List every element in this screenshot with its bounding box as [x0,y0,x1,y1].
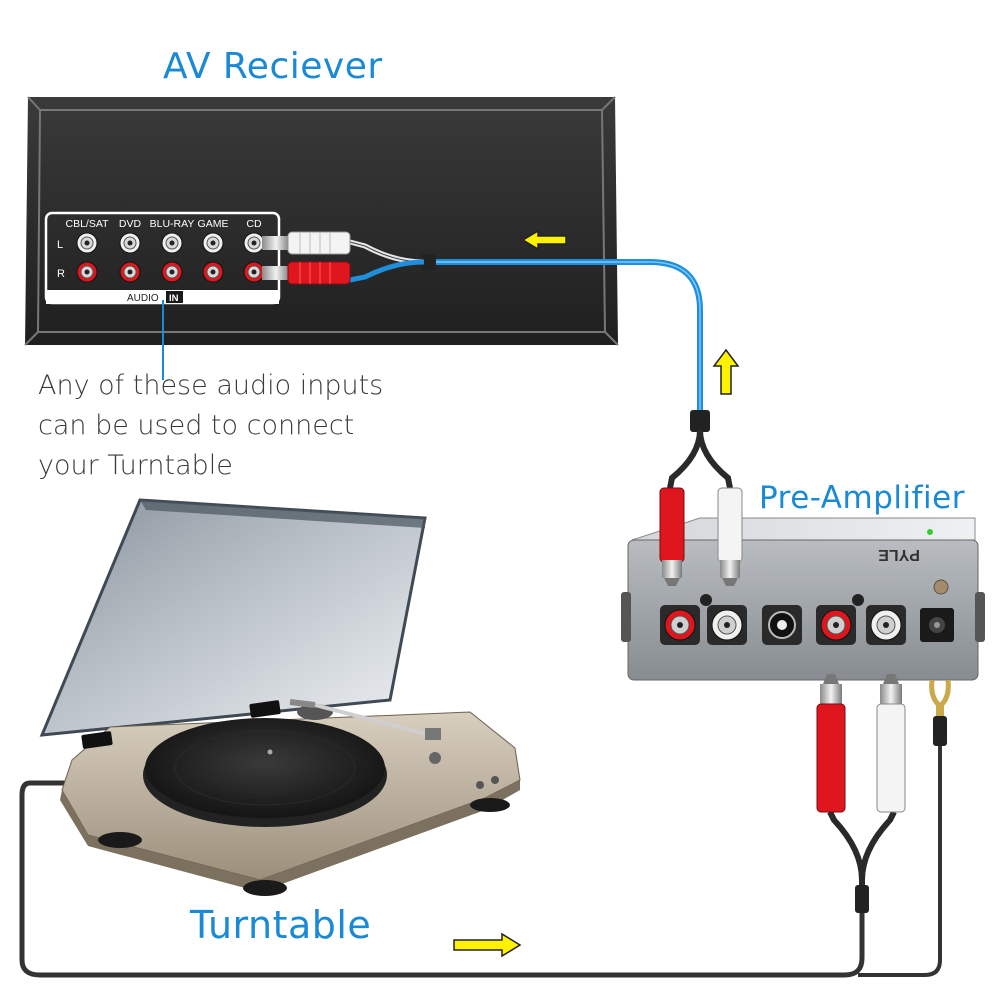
rca-input-jack [161,261,183,283]
turntable-plug-red [816,674,846,813]
callout-note-line: your Turntable [38,450,233,481]
receiver-plug-red [262,261,351,285]
svg-text:PYLE: PYLE [878,546,920,563]
input-label: GAME [198,218,229,230]
receiver-plug-white [262,231,351,255]
channel-label-left: L [57,239,63,251]
rca-input-jack [243,232,265,254]
arrow-left-icon [521,229,567,251]
arrow-right-icon [453,932,522,958]
rca-input-jack [161,232,183,254]
ground-wire [858,740,942,977]
preamp-rca-jack [866,605,906,645]
rca-input-jack [76,232,98,254]
channel-label-right: R [57,268,65,280]
preamp-rca-jack [660,605,700,645]
preamp-rca-jack [707,605,747,645]
preamp-output-plug-white [717,487,743,586]
turntable-output-cable [19,780,865,978]
arrow-up-icon [712,348,740,395]
turntable [39,498,521,896]
rca-input-jack [243,261,265,283]
turntable-plug-white [876,674,906,813]
callout-note-line: can be used to connect [38,410,355,441]
input-jacks [76,232,265,283]
av-receiver-label: AV Reciever [163,46,383,87]
callout-note-line: Any of these audio inputs [38,370,384,401]
panel-badge-in: IN [169,293,179,304]
callout-note: Any of these audio inputs can be used to… [38,366,418,486]
preamp-headphone-jack [762,605,802,645]
rca-input-jack [76,261,98,283]
ground-screw [933,579,949,595]
rca-input-jack [119,232,141,254]
preamp-rca-jack [816,605,856,645]
input-label: DVD [119,218,142,230]
panel-label-audio: AUDIO [127,293,159,304]
rca-input-jack [119,261,141,283]
platter [145,718,385,818]
preamp-jacks [660,594,906,645]
rca-input-jack [202,261,224,283]
tonearm [289,699,441,764]
input-label: CD [246,218,262,230]
turntable-label: Turntable [190,903,372,947]
dust-cover [39,498,427,737]
ground-spade-terminal [929,679,951,746]
input-label: BLU-RAY [150,218,195,230]
input-label: CBL/SAT [66,218,110,230]
preamp-output-plug-red [659,487,685,586]
rca-input-jack [202,232,224,254]
pre-amplifier-label: Pre-Amplifier [759,480,965,516]
